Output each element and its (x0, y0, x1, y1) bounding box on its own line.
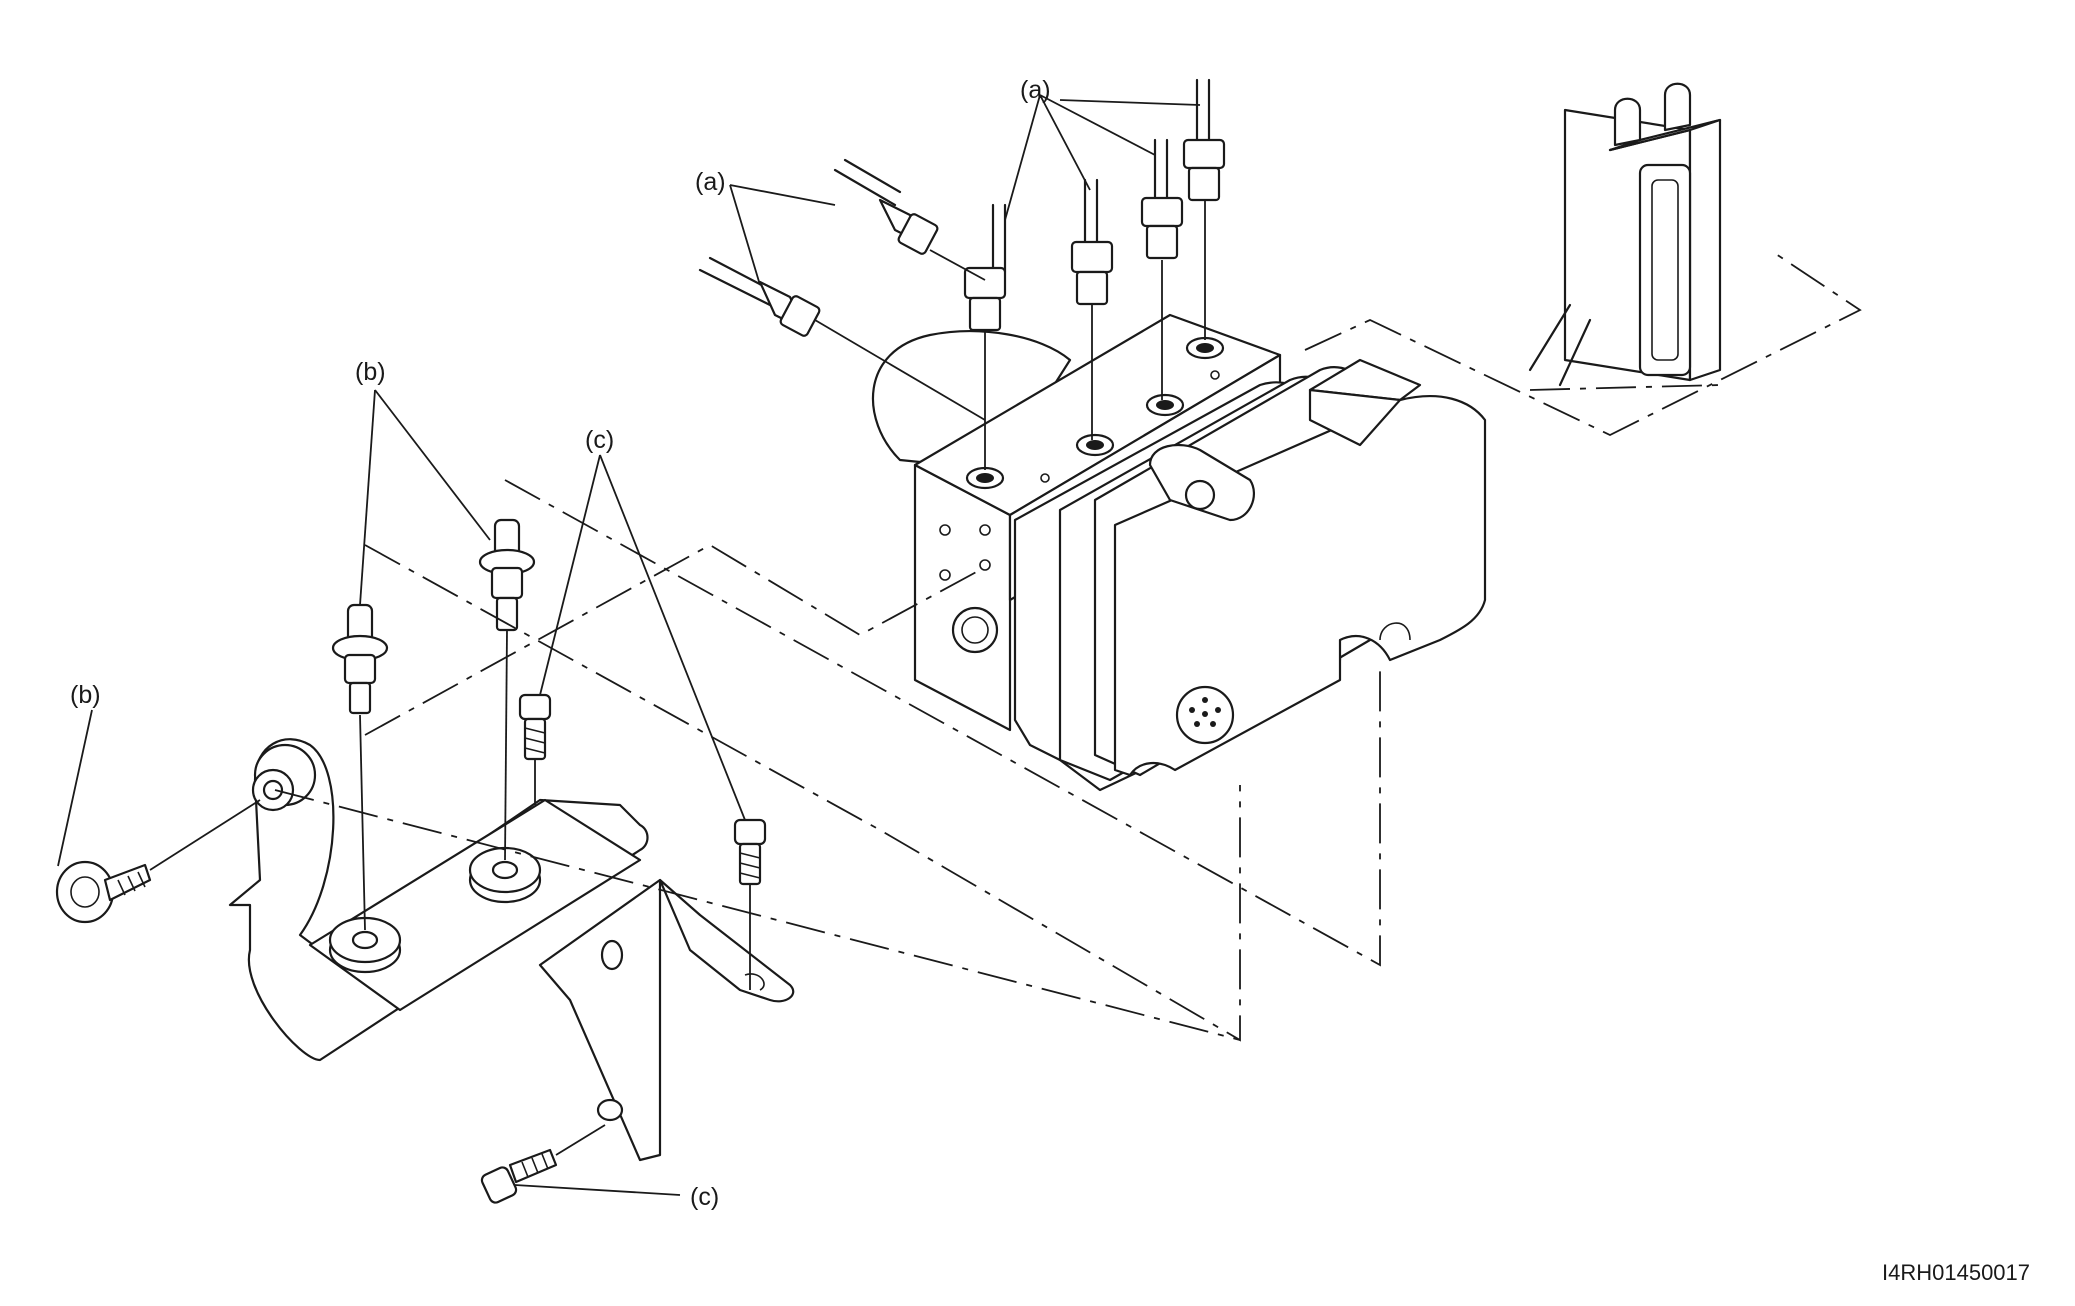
callout-b-upper: (b) (355, 358, 386, 386)
callout-c-upper: (c) (585, 426, 614, 454)
callout-b-left: (b) (70, 681, 101, 709)
ecu-connector (1528, 82, 1722, 387)
callout-leaders (57, 94, 1201, 1196)
alignment-centerlines (274, 249, 1862, 1042)
figure-id: I4RH01450017 (1882, 1260, 2030, 1285)
mounting-bracket (228, 738, 795, 1162)
mount-studs (55, 518, 536, 931)
brake-pipe-flare-nuts (698, 78, 1226, 470)
callout-a-top: (a) (1020, 76, 1051, 104)
hydraulic-unit (872, 313, 1487, 792)
bracket-bolts (480, 693, 767, 1204)
callout-c-bottom: (c) (690, 1183, 719, 1211)
callout-a-left: (a) (695, 168, 726, 196)
